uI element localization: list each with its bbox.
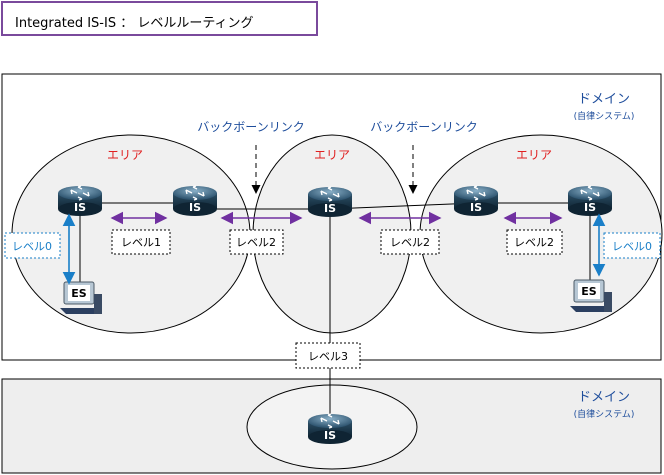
svg-text:ES: ES [71,287,87,300]
router-icon: IS [57,185,103,217]
title-box: Integrated IS-IS ： レベルルーティング [1,1,318,36]
svg-text:IS: IS [324,202,336,215]
router-icon: IS [172,185,218,217]
level2-label: レベル2 [380,229,440,255]
svg-text:レベル0: レベル0 [12,240,52,253]
domain-sublabel: (自律システム) [574,408,635,420]
backbone-link-label: バックボーンリンク [370,120,477,134]
level0-label-left: レベル0 [4,232,61,259]
domain-label: ドメイン [578,92,630,107]
backbone-link-label: バックボーンリンク [197,120,304,134]
svg-text:ES: ES [581,285,597,298]
area-label: エリア [107,148,143,162]
area-label: エリア [314,148,350,162]
svg-text:レベル2: レベル2 [390,236,430,249]
level1-label: レベル1 [111,229,171,255]
router-icon: IS [307,413,353,445]
svg-text:レベル3: レベル3 [308,350,348,363]
level2-label: レベル2 [506,229,563,255]
svg-text:レベル2: レベル2 [236,236,276,249]
domain-sublabel: (自律システム) [574,110,635,122]
svg-text:IS: IS [324,429,336,442]
end-system-icon: ES [569,279,613,313]
svg-text:IS: IS [74,201,86,214]
domain-label: ドメイン [578,390,630,405]
svg-text:IS: IS [189,201,201,214]
end-system-icon: ES [59,281,103,315]
router-icon: IS [453,185,499,217]
level0-label-right: レベル0 [603,232,661,259]
svg-text:レベル0: レベル0 [612,240,652,253]
page-title: Integrated IS-IS ： レベルルーティング [15,16,254,31]
level3-label: レベル3 [295,342,361,369]
svg-text:IS: IS [584,201,596,214]
router-icon: IS [567,185,613,217]
svg-text:レベル2: レベル2 [514,236,554,249]
svg-text:レベル1: レベル1 [121,236,161,249]
area-label: エリア [516,148,552,162]
svg-text:IS: IS [470,201,482,214]
link-r3-r4 [329,202,477,210]
router-icon: IS [307,186,353,218]
level2-label: レベル2 [229,229,284,255]
